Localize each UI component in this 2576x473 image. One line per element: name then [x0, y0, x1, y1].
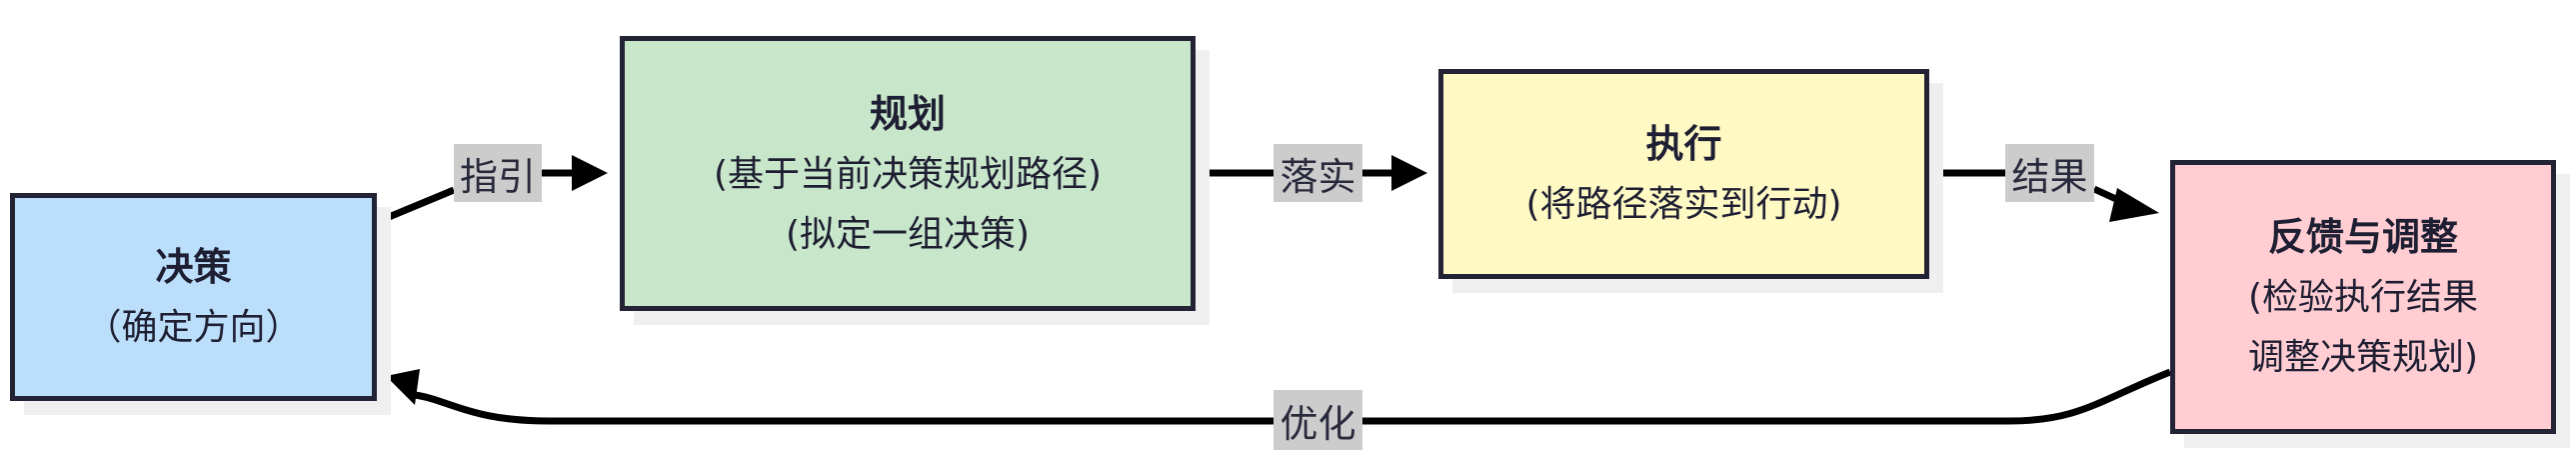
arrowhead-to-feedback: [2109, 188, 2159, 222]
node-execution-subtitle: (将路径落实到行动): [1525, 184, 1842, 225]
edge-feedback-to-decision: [414, 368, 2172, 425]
edge-label-result: 结果: [2005, 144, 2094, 202]
node-planning-subtitle: (基于当前决策规划路径) (拟定一组决策): [713, 153, 1103, 255]
arrowhead-to-planning: [572, 155, 608, 191]
arrowhead-to-decision: [386, 369, 420, 405]
node-feedback-title: 反馈与调整: [2267, 215, 2458, 259]
node-feedback[interactable]: 反馈与调整 (检验执行结果 调整决策规划): [2170, 160, 2556, 434]
node-execution-title: 执行: [1645, 122, 1722, 166]
node-feedback-subtitle: (检验执行结果 调整决策规划): [2247, 277, 2479, 378]
node-planning[interactable]: 规划 (基于当前决策规划路径) (拟定一组决策): [620, 36, 1196, 311]
node-planning-title: 规划: [869, 91, 946, 136]
edge-label-optimize: 优化: [1274, 390, 1362, 450]
node-decision[interactable]: 决策 （确定方向）: [10, 193, 377, 401]
node-decision-subtitle: （确定方向）: [85, 307, 302, 348]
node-execution[interactable]: 执行 (将路径落实到行动): [1438, 69, 1929, 279]
node-decision-title: 决策: [155, 245, 232, 289]
arrowhead-to-execution: [1391, 155, 1427, 191]
edge-label-guide: 指引: [454, 144, 542, 202]
edge-label-implement: 落实: [1274, 144, 1362, 202]
